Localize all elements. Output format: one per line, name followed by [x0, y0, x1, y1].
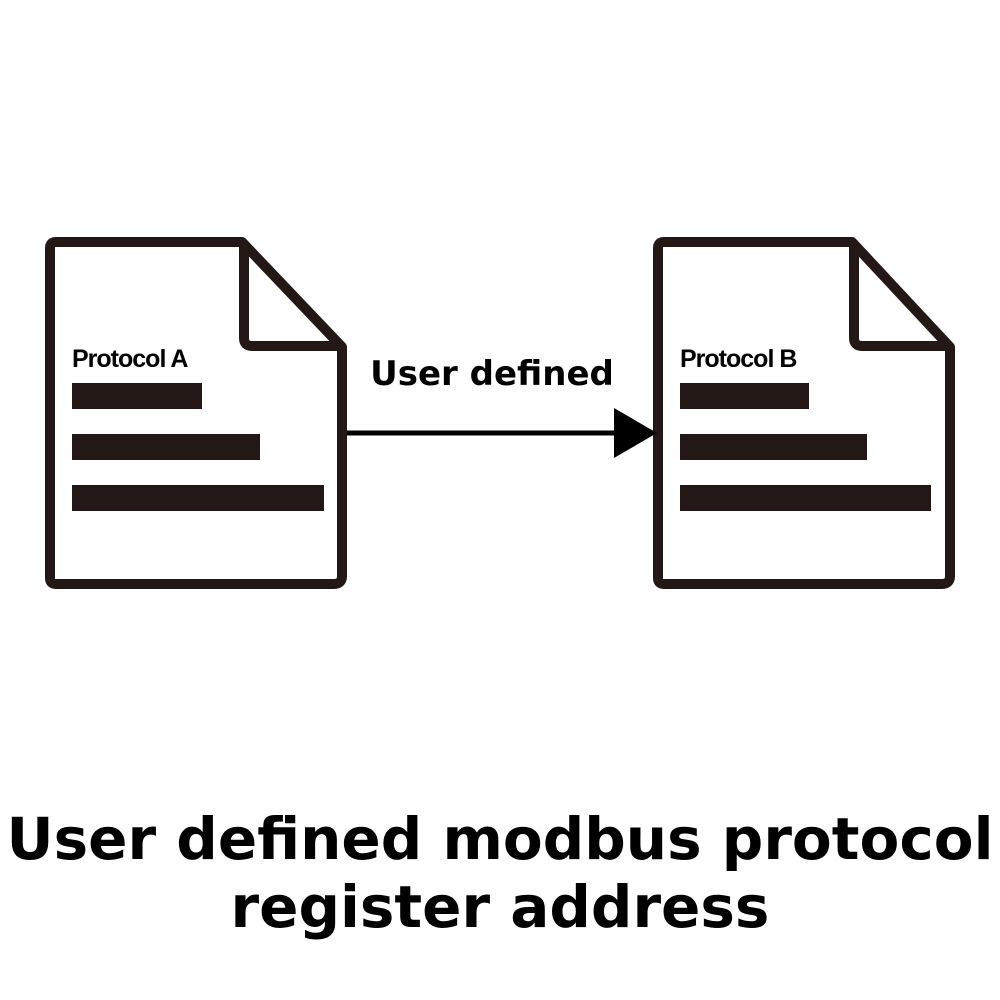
document-protocol-a: Protocol A: [45, 237, 347, 589]
document-label-protocol-b: Protocol B: [680, 345, 796, 373]
folded-corner: [239, 244, 340, 351]
text-line-bar: [72, 434, 260, 460]
caption-line-1: User defined modbus protocol: [6, 805, 994, 873]
diagram-caption: User defined modbus protocol register ad…: [0, 805, 1000, 941]
text-line-bar: [72, 485, 324, 511]
text-line-bar: [680, 383, 809, 409]
document-icon: [45, 237, 347, 589]
caption-line-2: register address: [230, 873, 770, 941]
text-line-bar: [680, 485, 931, 511]
edge-label: User defined: [370, 354, 614, 394]
document-label-protocol-a: Protocol A: [72, 345, 188, 373]
document-protocol-b: Protocol B: [653, 237, 955, 589]
text-line-bar: [72, 383, 202, 409]
folded-corner: [849, 244, 948, 351]
connector-arrow: User defined: [347, 354, 657, 458]
arrowhead-icon: [614, 408, 657, 458]
text-line-bar: [680, 434, 867, 460]
document-icon: [653, 237, 955, 589]
